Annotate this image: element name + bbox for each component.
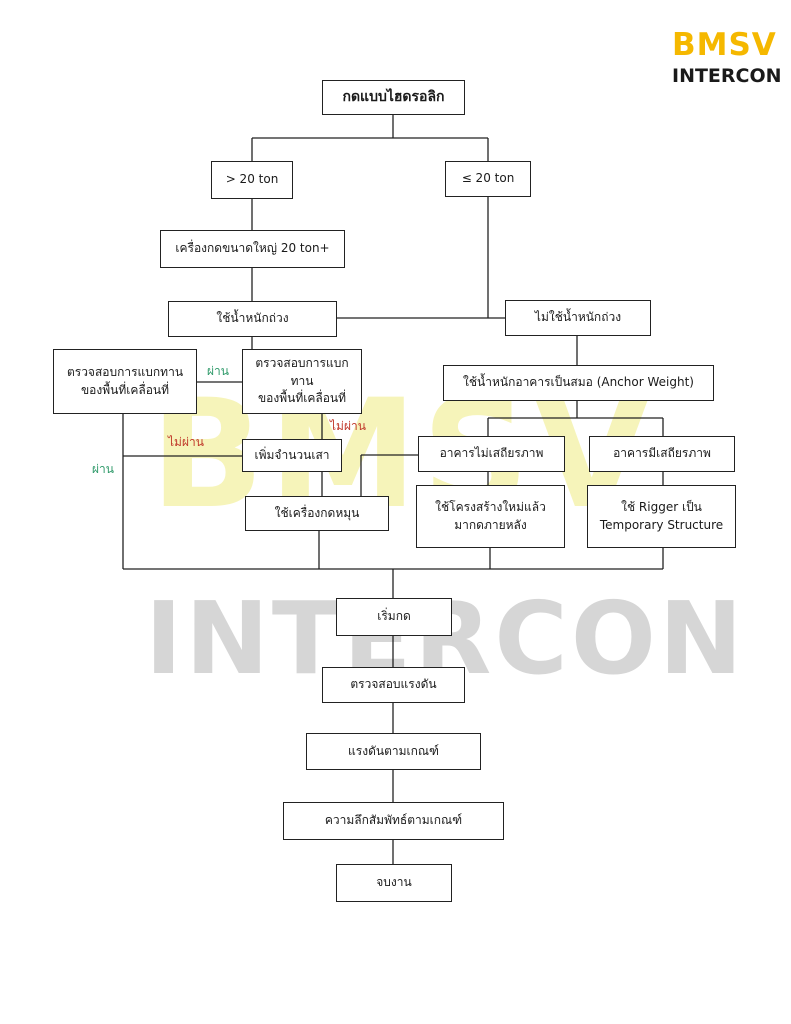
node-depth-ok: ความลึกสัมพัทธ์ตามเกณฑ์ bbox=[283, 802, 504, 840]
label-fail-right: ไม่ผ่าน bbox=[330, 419, 366, 433]
label-pass-left: ผ่าน bbox=[92, 462, 114, 476]
node-gt20: > 20 ton bbox=[211, 161, 293, 199]
label-pass-top: ผ่าน bbox=[207, 364, 229, 378]
node-pressure-ok: แรงดันตามเกณฑ์ bbox=[306, 733, 481, 770]
node-unstable: อาคารไม่เสถียรภาพ bbox=[418, 436, 565, 472]
node-finish: จบงาน bbox=[336, 864, 452, 902]
node-le20: ≤ 20 ton bbox=[445, 161, 531, 197]
node-check-mid: ตรวจสอบการแบกทาน ของพื้นที่เคลื่อนที่ bbox=[242, 349, 362, 414]
node-add-piles: เพิ่มจำนวนเสา bbox=[242, 439, 342, 472]
node-big-press: เครื่องกดขนาดใหญ่ 20 ton+ bbox=[160, 230, 345, 268]
node-rigger: ใช้ Rigger เป็น Temporary Structure bbox=[587, 485, 736, 548]
label-fail-left: ไม่ผ่าน bbox=[168, 435, 204, 449]
node-use-weight: ใช้น้ำหนักถ่วง bbox=[168, 301, 337, 337]
node-new-structure: ใช้โครงสร้างใหม่แล้ว มากดภายหลัง bbox=[416, 485, 565, 548]
node-anchor-weight: ใช้น้ำหนักอาคารเป็นสมอ (Anchor Weight) bbox=[443, 365, 714, 401]
node-begin-press: เริ่มกด bbox=[336, 598, 452, 636]
node-check-pressure: ตรวจสอบแรงดัน bbox=[322, 667, 465, 703]
logo-intercon: INTERCON bbox=[672, 65, 782, 87]
node-start: กดแบบไฮดรอลิก bbox=[322, 80, 465, 115]
node-stable: อาคารมีเสถียรภาพ bbox=[589, 436, 735, 472]
node-no-weight: ไม่ใช้น้ำหนักถ่วง bbox=[505, 300, 651, 336]
node-check-left: ตรวจสอบการแบกทาน ของพื้นที่เคลื่อนที่ bbox=[53, 349, 197, 414]
node-rotary-press: ใช้เครื่องกดหมุน bbox=[245, 496, 389, 531]
logo-bmsv: BMSV bbox=[672, 27, 777, 63]
